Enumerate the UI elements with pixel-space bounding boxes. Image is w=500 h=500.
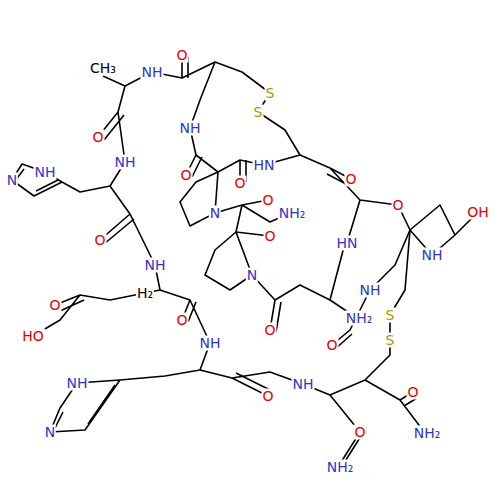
atom-label: NH — [199, 336, 222, 351]
atom-label: NH — [179, 121, 202, 136]
atom-label: O — [91, 130, 104, 145]
atom-label: OH — [466, 205, 490, 220]
atom-label: O — [391, 198, 404, 213]
atom-label: O — [175, 48, 188, 63]
atom-label: O — [261, 193, 274, 208]
atom-label: NH₂ — [278, 206, 307, 221]
atom-label: N — [209, 206, 221, 221]
atom-label: NH — [114, 155, 137, 170]
atom-label: O — [263, 229, 276, 244]
atom-label: HN — [336, 236, 359, 251]
atom-label: O — [93, 233, 106, 248]
atom-label: H₂ — [136, 286, 154, 301]
atom-label: O — [179, 168, 192, 183]
atom-label: O — [406, 385, 419, 400]
atom-label: NH₂ — [345, 311, 374, 326]
atom-label: O — [353, 425, 366, 440]
atom-label: NH — [144, 258, 167, 273]
atom-label: NH₂ — [413, 426, 442, 441]
atom-label: O — [263, 323, 276, 338]
atom-label: N — [44, 425, 56, 440]
atom-label: NH — [292, 377, 315, 392]
atom-label: NH — [359, 283, 382, 298]
atom-label: O — [48, 298, 61, 313]
atom-label: S — [385, 308, 396, 323]
atom-label: O — [344, 172, 357, 187]
atom-label: S — [385, 333, 396, 348]
atom-label: O — [175, 313, 188, 328]
atom-label: HO — [21, 329, 45, 344]
atom-label: NH₂ — [326, 460, 355, 475]
atom-label: NH — [66, 376, 89, 391]
atom-label: HN — [253, 158, 276, 173]
atom-label: S — [265, 86, 276, 101]
atom-label: O — [261, 389, 274, 404]
atom-label: O — [233, 176, 246, 191]
atom-label: NH — [421, 248, 444, 263]
atom-label: N — [6, 173, 18, 188]
atom-label: NH — [34, 165, 57, 180]
atom-label: NH — [141, 65, 164, 80]
atom-label: N — [246, 268, 258, 283]
atom-label: O — [325, 338, 338, 353]
atom-label: CH₃ — [89, 61, 117, 76]
atom-label: S — [253, 105, 264, 120]
